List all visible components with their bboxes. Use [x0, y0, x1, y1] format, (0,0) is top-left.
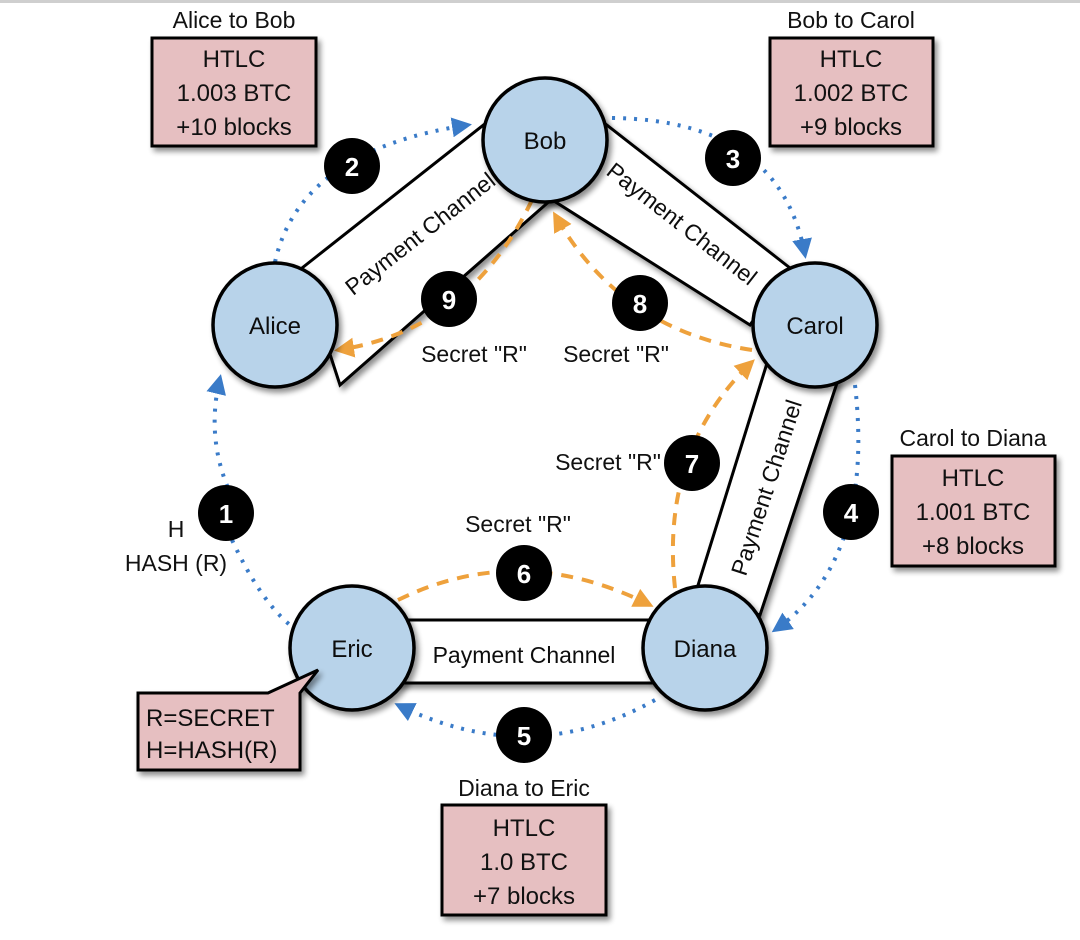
htlc-title: Carol to Diana: [899, 425, 1046, 451]
step-badge-3: 3: [705, 130, 761, 186]
svg-text:2: 2: [345, 152, 359, 182]
step-badge-4: 4: [823, 484, 879, 540]
node-label: Diana: [674, 636, 737, 663]
htlc-box-alice-bob: Alice to Bob HTLC 1.003 BTC +10 blocks: [150, 7, 318, 148]
window-top-border: [0, 0, 1080, 3]
htlc-title: Bob to Carol: [787, 7, 915, 33]
step-8-label: Secret "R": [563, 341, 669, 367]
node-bob: Bob: [481, 76, 609, 204]
step-1-label-h: H: [168, 516, 185, 542]
channel-band: [378, 618, 682, 685]
htlc-arrow-1-tail: [230, 539, 292, 627]
step-badge-8: 8: [612, 275, 668, 331]
svg-text:7: 7: [685, 449, 699, 479]
htlc-title: Diana to Eric: [458, 775, 590, 801]
node-label: Eric: [331, 636, 372, 663]
htlc-type: HTLC: [942, 465, 1005, 492]
htlc-amount: 1.002 BTC: [794, 80, 909, 107]
svg-text:1: 1: [219, 499, 233, 529]
htlc-timelock: +8 blocks: [922, 533, 1024, 560]
step-7-label: Secret "R": [555, 449, 661, 475]
channel-label: Payment Channel: [433, 642, 616, 668]
step-1-label-hash: HASH (R): [125, 550, 227, 576]
step-badge-6: 6: [496, 545, 552, 601]
htlc-type: HTLC: [203, 46, 266, 73]
node-carol: Carol: [751, 261, 879, 389]
node-eric: Eric: [288, 584, 416, 712]
svg-text:6: 6: [517, 559, 531, 589]
htlc-box-diana-eric: Diana to Eric HTLC 1.0 BTC +7 blocks: [440, 775, 608, 917]
secret-arrow-8: [553, 211, 753, 352]
svg-text:4: 4: [844, 498, 859, 528]
svg-text:3: 3: [726, 144, 740, 174]
node-diana: Diana: [641, 584, 769, 712]
step-badge-7: 7: [664, 435, 720, 491]
node-label: Alice: [249, 313, 301, 340]
htlc-arrow-1: [206, 374, 234, 498]
htlc-amount: 1.001 BTC: [916, 499, 1031, 526]
svg-text:8: 8: [633, 289, 647, 319]
htlc-timelock: +7 blocks: [473, 883, 575, 910]
step-9-label: Secret "R": [421, 341, 527, 367]
step-badge-5: 5: [496, 707, 552, 763]
step-badge-2: 2: [324, 138, 380, 194]
htlc-box-carol-diana: Carol to Diana HTLC 1.001 BTC +8 blocks: [890, 425, 1057, 568]
svg-text:5: 5: [517, 721, 531, 751]
step-badge-1: 1: [198, 485, 254, 541]
eric-secret-note: R=SECRET H=HASH(R): [136, 668, 320, 772]
htlc-box-bob-carol: Bob to Carol HTLC 1.002 BTC +9 blocks: [768, 7, 935, 148]
htlc-type: HTLC: [493, 815, 556, 842]
svg-text:9: 9: [442, 285, 456, 315]
step-6-label: Secret "R": [465, 511, 571, 537]
htlc-timelock: +10 blocks: [176, 114, 291, 141]
channel-carol-diana: Payment Channel: [693, 358, 840, 617]
step-badge-9: 9: [421, 271, 477, 327]
htlc-amount: 1.0 BTC: [480, 849, 568, 876]
htlc-timelock: +9 blocks: [800, 114, 902, 141]
note-line-1: R=SECRET: [146, 705, 275, 732]
htlc-amount: 1.003 BTC: [177, 80, 292, 107]
node-label: Bob: [524, 128, 567, 155]
node-label: Carol: [786, 313, 843, 340]
htlc-title: Alice to Bob: [173, 7, 296, 33]
note-line-2: H=HASH(R): [146, 737, 277, 764]
htlc-type: HTLC: [820, 46, 883, 73]
channel-eric-diana: Payment Channel: [378, 618, 682, 685]
node-alice: Alice: [211, 261, 339, 389]
